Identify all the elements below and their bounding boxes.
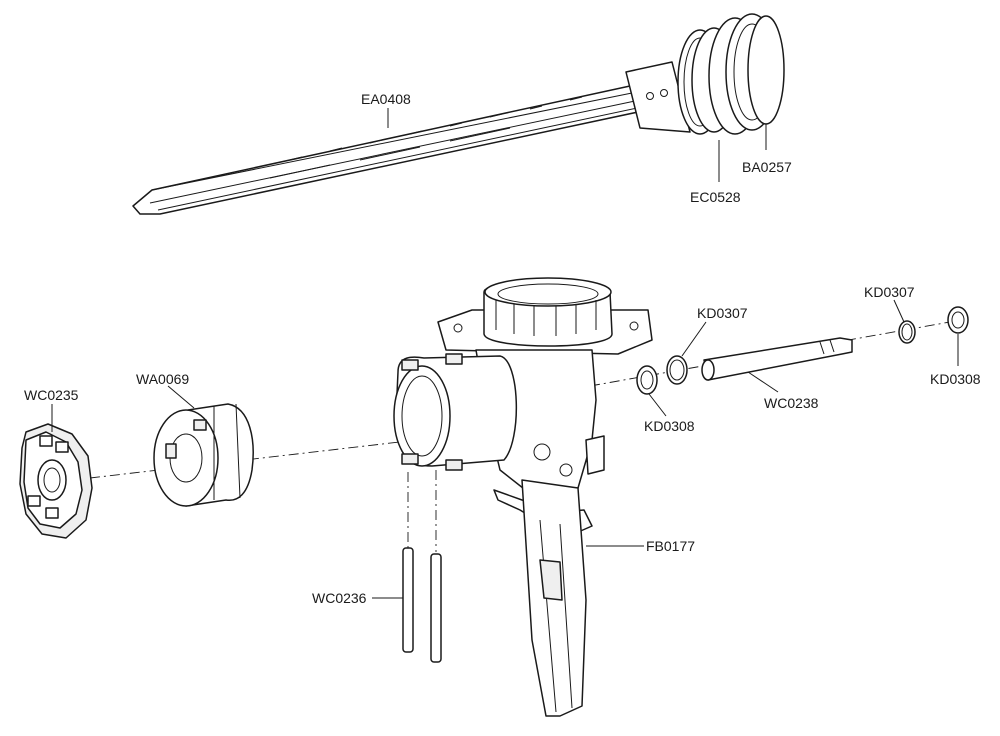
part-fb0177-housing (393, 277, 653, 717)
part-kd0307-ring-b (898, 320, 916, 344)
part-kd0307-ring-a (666, 355, 688, 385)
leader-wa0069 (167, 385, 195, 409)
leader-kd0308-a (648, 393, 667, 417)
label-kd0308-a: KD0308 (644, 418, 695, 434)
leader-kd0307-a (681, 321, 707, 357)
part-wa0069-cylinder (153, 403, 254, 507)
label-fb0177: FB0177 (646, 538, 695, 554)
part-ea0408-rod (132, 61, 691, 215)
label-ba0257: BA0257 (742, 159, 792, 175)
leader-wc0238 (747, 371, 779, 393)
label-wa0069: WA0069 (136, 371, 189, 387)
label-kd0307-a: KD0307 (697, 305, 748, 321)
part-ba0257-cap (708, 13, 785, 135)
label-wc0235: WC0235 (24, 387, 79, 403)
part-kd0308-washer-a (636, 365, 658, 395)
part-wc0235-plate (19, 423, 93, 539)
label-wc0236: WC0236 (312, 590, 367, 606)
part-wc0236-pins (402, 547, 442, 663)
part-kd0308-washer-b (947, 306, 969, 334)
label-kd0307-b: KD0307 (864, 284, 915, 300)
part-wc0238-shaft (701, 337, 853, 381)
label-ea0408: EA0408 (361, 91, 411, 107)
label-wc0238: WC0238 (764, 395, 819, 411)
label-kd0308-b: KD0308 (930, 371, 981, 387)
leader-kd0307-b (893, 299, 905, 323)
label-ec0528: EC0528 (690, 189, 741, 205)
